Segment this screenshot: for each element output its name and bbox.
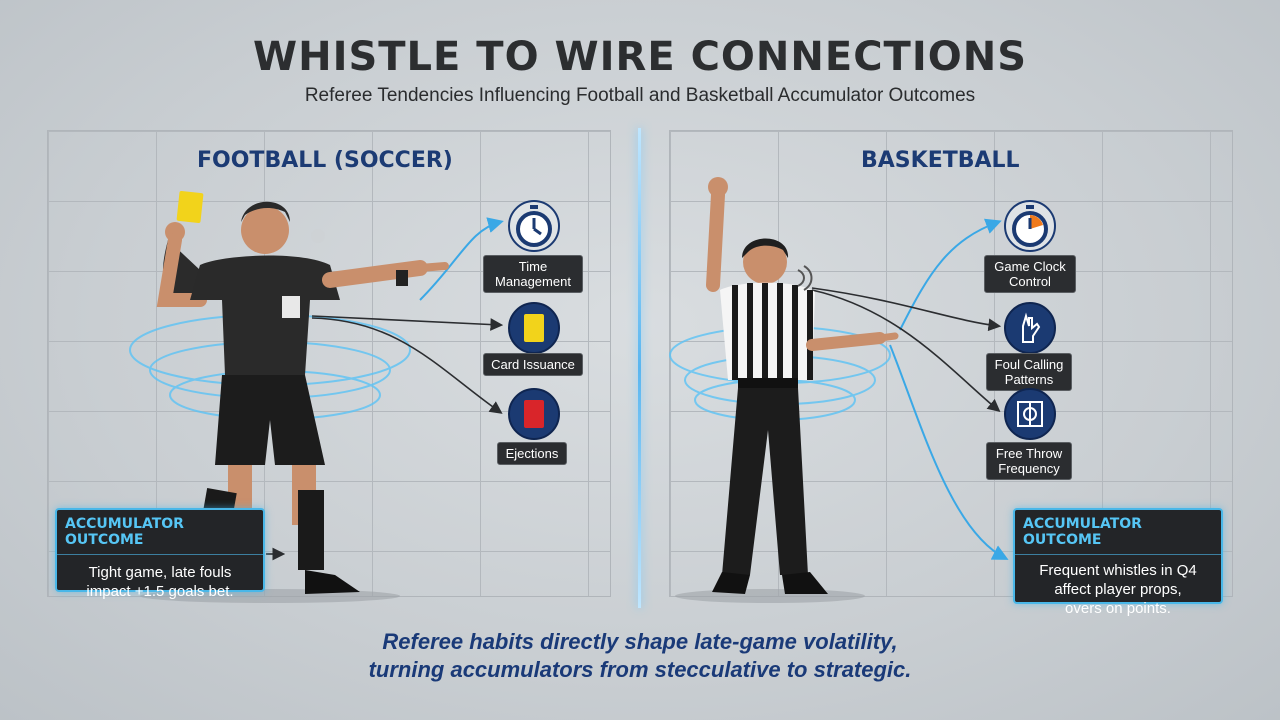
basketball-factor-clock-label: Game Clock Control xyxy=(984,255,1076,293)
basketball-factor-freethrow-icon xyxy=(1004,388,1056,440)
basketball-factor-freethrow-label: Free Throw Frequency xyxy=(986,442,1072,480)
connector-basketball-outcome xyxy=(889,344,1009,560)
connector-card-issuance xyxy=(311,315,504,331)
stopwatch-icon xyxy=(1012,205,1048,247)
hand-signal-icon xyxy=(1022,312,1041,343)
stopwatch-icon xyxy=(516,205,552,247)
football-factor-time-label: Time Management xyxy=(483,255,583,293)
football-outcome-text: Tight game, late fouls impact +1.5 goals… xyxy=(86,564,234,600)
page-subtitle: Referee Tendencies Influencing Football … xyxy=(304,85,976,106)
basketball-outcome-heading: ACCUMULATOR OUTCOME xyxy=(1015,510,1221,555)
connector-foul-calling xyxy=(811,287,1002,332)
yellow-card-icon xyxy=(524,314,544,342)
held-yellow-card xyxy=(176,191,204,223)
footer-line-2: turning accumulators from stecculative t… xyxy=(368,657,912,682)
footer-line-1: Referee habits directly shape late-game … xyxy=(382,629,898,654)
basketball-heading: BASKETBALL xyxy=(861,148,1020,173)
football-factor-card-label: Card Issuance xyxy=(483,353,583,376)
connector-ejections xyxy=(311,317,503,414)
court-icon xyxy=(1017,401,1043,427)
connector-time-management xyxy=(419,217,504,301)
football-outcome-box: ACCUMULATOR OUTCOME Tight game, late fou… xyxy=(55,508,265,600)
football-factor-ejection-label: Ejections xyxy=(497,442,567,465)
basketball-factor-clock-icon xyxy=(1004,200,1056,252)
basketball-factor-foul-icon xyxy=(1004,302,1056,354)
football-outcome-heading: ACCUMULATOR OUTCOME xyxy=(57,510,263,555)
football-heading: FOOTBALL (SOCCER) xyxy=(197,148,453,173)
basketball-outcome-text: Frequent whistles in Q4 affect player pr… xyxy=(1039,562,1197,617)
center-divider xyxy=(638,128,641,608)
connector-free-throw xyxy=(811,289,1001,413)
football-factor-card-icon xyxy=(508,302,560,354)
basketball-outcome-box: ACCUMULATOR OUTCOME Frequent whistles in… xyxy=(1013,508,1223,617)
connector-game-clock xyxy=(899,218,1002,331)
page-title: WHISTLE TO WIRE CONNECTIONS xyxy=(252,34,1028,80)
football-factor-time-icon xyxy=(508,200,560,252)
basketball-factor-foul-label: Foul Calling Patterns xyxy=(986,353,1072,391)
red-card-icon xyxy=(524,400,544,428)
football-factor-ejection-icon xyxy=(508,388,560,440)
